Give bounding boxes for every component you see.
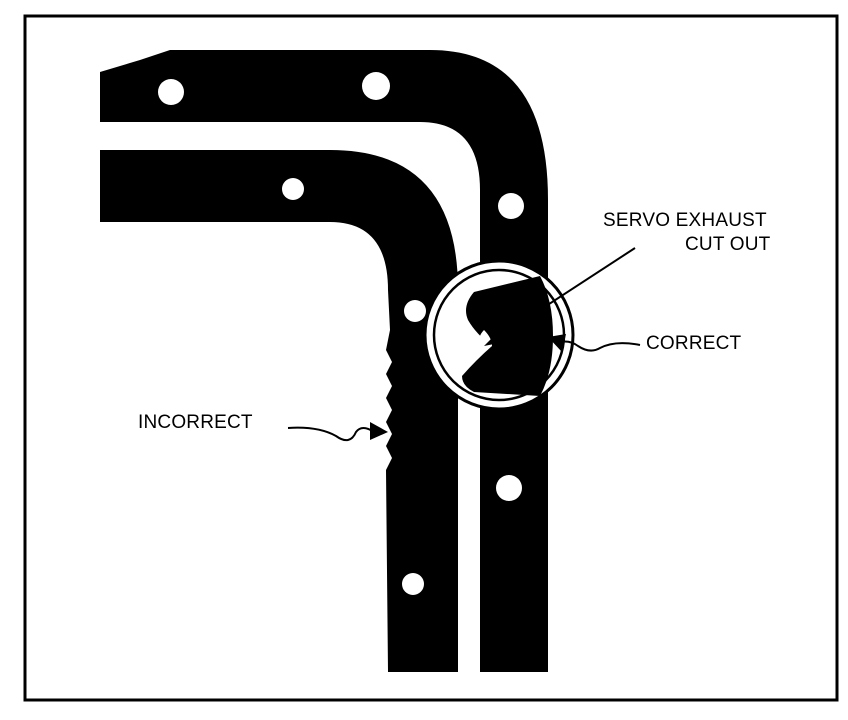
servo-exhaust-label-line1: SERVO EXHAUST (603, 210, 767, 231)
bolt-hole (282, 178, 304, 200)
incorrect-leader-arrow (287, 422, 388, 442)
bolt-hole (402, 573, 424, 595)
correct-label: CORRECT (646, 333, 742, 354)
bolt-hole (404, 300, 426, 322)
correct-gasket (100, 50, 548, 672)
bolt-hole (496, 475, 522, 501)
incorrect-label: INCORRECT (138, 412, 253, 433)
bolt-hole (158, 79, 184, 105)
correct-leader-arrow (548, 334, 641, 352)
incorrect-gasket-bolt-holes (282, 178, 426, 595)
correct-gasket-bolt-holes (158, 72, 524, 501)
servo-exhaust-label-line2: CUT OUT (685, 234, 771, 255)
servo-exhaust-cutout (462, 276, 553, 396)
bolt-hole (498, 193, 524, 219)
diagram-frame (23, 14, 839, 702)
incorrect-gasket (100, 150, 458, 672)
bolt-hole (362, 72, 390, 100)
servo-exhaust-leader (484, 247, 636, 346)
